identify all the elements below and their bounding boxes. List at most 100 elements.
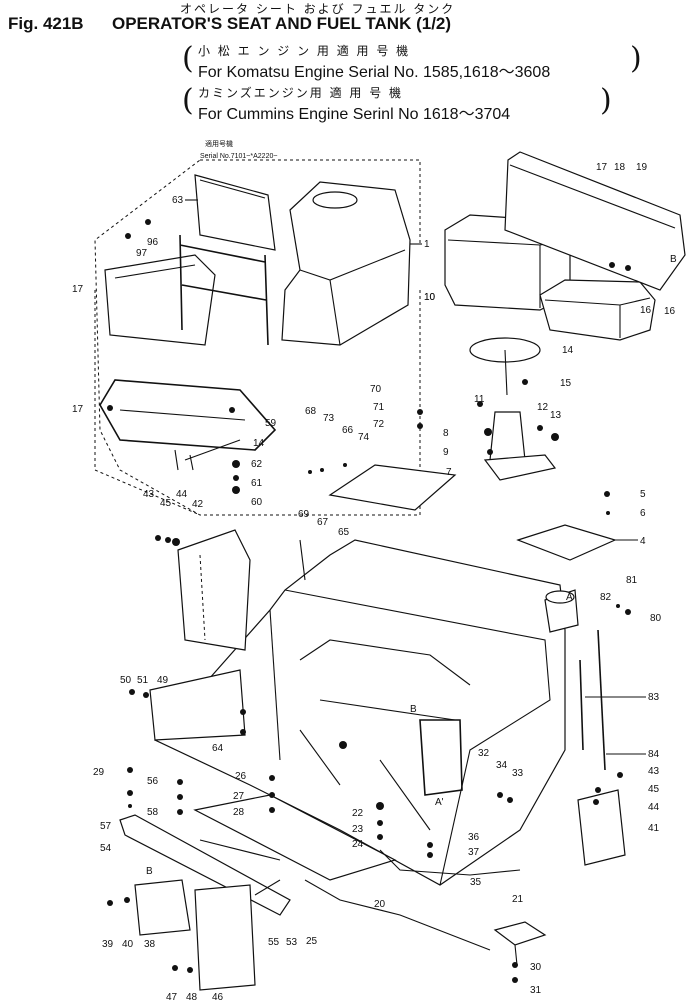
figure-header: オペレータ シート および フュエル タンク Fig. 421B OPERATO… [0, 0, 695, 130]
part-number: 34 [496, 760, 508, 771]
rear-cover-part [577, 789, 626, 866]
bottom-frame-part [119, 794, 397, 991]
part-number: 42 [192, 499, 204, 510]
view-label: B [410, 704, 417, 715]
part-number: 35 [470, 877, 482, 888]
seat-frame-part [99, 234, 277, 471]
part-number: 14 [562, 345, 574, 356]
part-number: 6 [640, 508, 646, 519]
cable-part [299, 539, 547, 966]
part-number: 81 [626, 575, 638, 586]
part-number: 30 [530, 962, 542, 973]
part-number: 29 [93, 767, 105, 778]
part-number: 39 [102, 939, 114, 950]
right-bracket: ) [630, 41, 642, 76]
fuel-tank-part: B A' [154, 539, 579, 886]
rod-part [579, 629, 606, 771]
part-number: 65 [338, 527, 350, 538]
part-number: 10 [424, 292, 436, 303]
part-number: 49 [157, 675, 169, 686]
part-number: 72 [373, 419, 385, 430]
part-number: 41 [648, 823, 660, 834]
part-number: 12 [537, 402, 549, 413]
part-number: 82 [600, 592, 612, 603]
part-number: 28 [233, 807, 245, 818]
view-label: B [670, 254, 677, 265]
left-bracket: ( [182, 41, 194, 76]
view-label: A [566, 592, 573, 603]
part-number: 60 [251, 497, 263, 508]
part-number: 19 [636, 162, 648, 173]
side-cover-part [177, 529, 251, 651]
part-number: 9 [443, 447, 449, 458]
part-number: 20 [374, 899, 386, 910]
part-number: 48 [186, 992, 198, 1003]
part-number: 83 [648, 692, 660, 703]
part-number: 66 [342, 425, 354, 436]
komatsu-note-japanese: 小 松 エ ン ジ ン 用 適 用 号 機 [198, 44, 411, 58]
part-number: 97 [136, 248, 148, 259]
fastener-group [107, 219, 631, 983]
part-number: 13 [550, 410, 562, 421]
part-number: 7 [446, 467, 452, 478]
left-bracket: ( [182, 83, 194, 118]
part-number: 17 [72, 284, 84, 295]
part-number: 10 [424, 292, 436, 303]
view-label: A' [435, 797, 444, 808]
seat-cushion-small-part [539, 279, 656, 341]
part-number: 25 [306, 936, 318, 947]
serial-note-japanese: 適用号機 [205, 139, 233, 148]
part-number: 61 [251, 478, 263, 489]
part-number: 46 [212, 992, 224, 1003]
part-number: 50 [120, 675, 132, 686]
part-number: 64 [212, 743, 224, 754]
part-number: 45 [160, 498, 172, 509]
view-label: B [146, 866, 153, 877]
part-number: 57 [100, 821, 112, 832]
part-number: 24 [352, 839, 364, 850]
part-number: 21 [512, 894, 524, 905]
figure-title-japanese: オペレータ シート および フュエル タンク [180, 2, 456, 16]
part-number: 73 [323, 413, 335, 424]
part-number: 80 [650, 613, 662, 624]
part-number: 62 [251, 459, 263, 470]
part-number: 43 [143, 489, 155, 500]
part-number: 4 [640, 536, 646, 547]
part-number: 47 [166, 992, 178, 1003]
part-number: 43 [648, 766, 660, 777]
serial-note: Serial No.7101~*A2220~ [200, 153, 277, 160]
part-number: 17 [596, 162, 608, 173]
part-number: 70 [370, 384, 382, 395]
back-cushion-part [194, 174, 276, 251]
part-number: 33 [512, 768, 524, 779]
part-number: 45 [648, 784, 660, 795]
right-bracket: ) [600, 83, 612, 118]
part-number: 37 [468, 847, 480, 858]
part-number: 26 [235, 771, 247, 782]
part-number: 5 [640, 489, 646, 500]
part-number: 71 [373, 402, 385, 413]
backrest-part [504, 151, 686, 291]
part-number: 56 [147, 776, 159, 787]
part-number: 31 [530, 985, 542, 996]
part-number: 1 [424, 239, 430, 250]
part-number: 51 [137, 675, 149, 686]
seat-assembly-outline [94, 159, 421, 516]
exploded-parts-diagram: 適用号機 Serial No.7101~*A2220~ [72, 139, 686, 1003]
figure-title: OPERATOR'S SEAT AND FUEL TANK (1/2) [112, 14, 452, 33]
part-number: 18 [614, 162, 626, 173]
part-number: 69 [298, 509, 310, 520]
part-number: 16 [640, 305, 652, 316]
part-number: 67 [317, 517, 329, 528]
cover-plate-part [149, 669, 246, 741]
part-number: 27 [233, 791, 245, 802]
part-number: 16 [664, 306, 676, 317]
part-number: 15 [560, 378, 572, 389]
part-number: 8 [443, 428, 449, 439]
cummins-serial-note: For Cummins Engine Serinl No 1618～3704 [198, 106, 511, 123]
part-number: 17 [72, 404, 84, 415]
figure-label: Fig. 421B [8, 14, 84, 33]
part-number: 32 [478, 748, 490, 759]
part-number: 11 [474, 394, 485, 405]
part-number: 53 [286, 937, 298, 948]
